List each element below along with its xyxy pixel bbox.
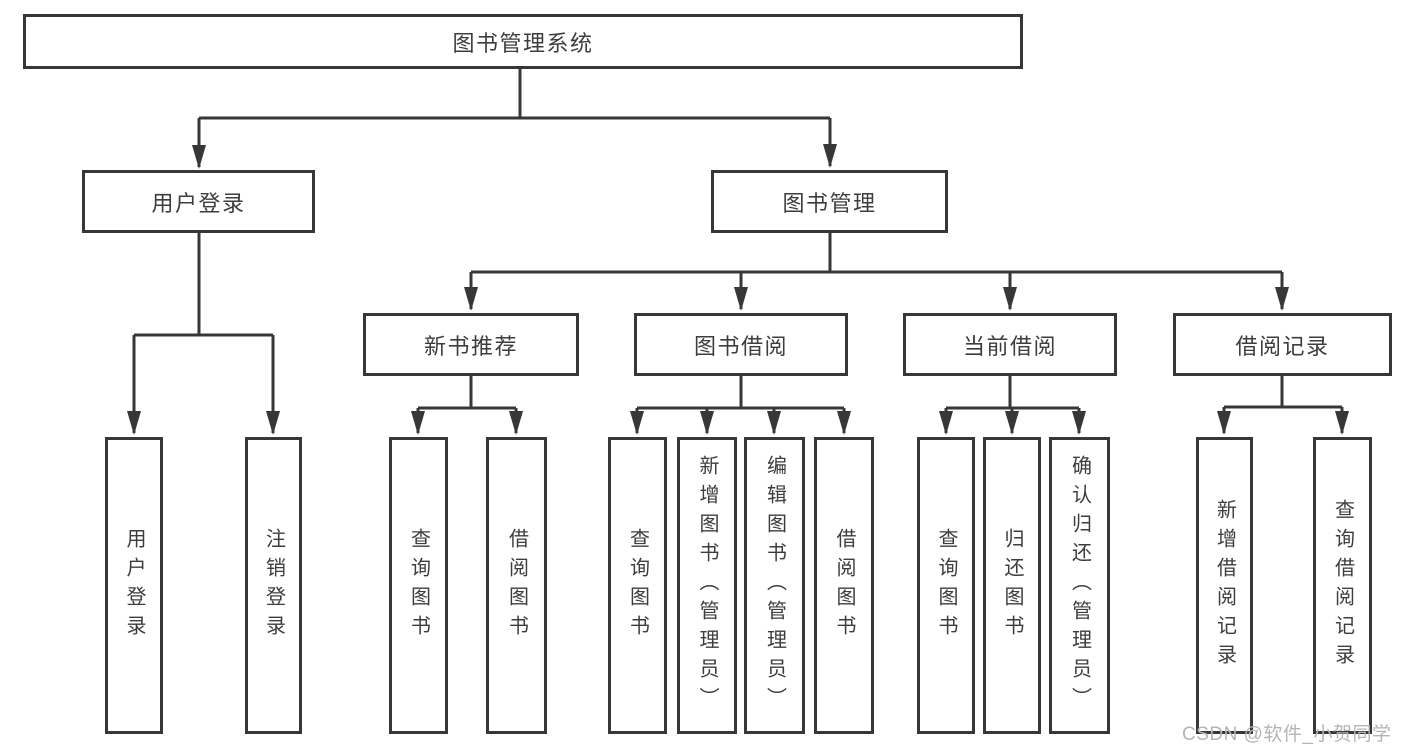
leaf-query-borrow-record-label: 查询借阅记录	[1331, 498, 1354, 673]
node-library-system: 图书管理系统	[23, 14, 1023, 69]
node-library-system-label: 图书管理系统	[452, 30, 594, 56]
leaf-return-book-label: 归还图书	[1001, 527, 1023, 644]
node-new-book-recommend-label: 新书推荐	[423, 333, 518, 359]
leaf-borrow-book-recommend-label: 借阅图书	[505, 527, 528, 644]
leaf-borrow-book: 借阅图书	[814, 437, 874, 734]
leaf-borrow-book-label: 借阅图书	[833, 527, 855, 644]
leaf-query-book-current-label: 查询图书	[935, 527, 957, 644]
leaf-query-book-recommend-label: 查询图书	[407, 527, 430, 644]
node-book-management: 图书管理	[711, 170, 948, 233]
leaf-query-book-current: 查询图书	[917, 437, 975, 734]
leaf-borrow-book-recommend: 借阅图书	[486, 437, 547, 734]
leaf-query-borrow-record: 查询借阅记录	[1313, 437, 1372, 734]
leaf-edit-book-admin-label: 编辑图书（管理员）	[763, 455, 786, 716]
node-current-borrow: 当前借阅	[903, 313, 1117, 376]
leaf-add-book-admin: 新增图书（管理员）	[677, 437, 737, 734]
leaf-confirm-return-admin-label: 确认归还（管理员）	[1068, 455, 1091, 716]
node-current-borrow-label: 当前借阅	[962, 333, 1057, 359]
leaf-logout: 注销登录	[245, 437, 302, 734]
node-borrow-records-label: 借阅记录	[1235, 333, 1330, 359]
node-book-management-label: 图书管理	[782, 190, 877, 216]
leaf-user-login-label: 用户登录	[123, 527, 145, 644]
csdn-watermark: CSDN @软件_小贺同学	[1182, 724, 1392, 745]
leaf-add-book-admin-label: 新增图书（管理员）	[696, 455, 718, 716]
leaf-query-book-borrow: 查询图书	[608, 437, 667, 734]
node-user-login: 用户登录	[82, 170, 315, 233]
leaf-add-borrow-record: 新增借阅记录	[1196, 437, 1253, 734]
node-book-borrow-label: 图书借阅	[693, 333, 788, 359]
node-new-book-recommend: 新书推荐	[363, 313, 579, 376]
leaf-query-book-recommend: 查询图书	[389, 437, 448, 734]
node-borrow-records: 借阅记录	[1173, 313, 1392, 376]
leaf-return-book: 归还图书	[983, 437, 1041, 734]
leaf-query-book-borrow-label: 查询图书	[626, 527, 649, 644]
leaf-edit-book-admin: 编辑图书（管理员）	[744, 437, 805, 734]
leaf-add-borrow-record-label: 新增借阅记录	[1213, 498, 1236, 673]
leaf-confirm-return-admin: 确认归还（管理员）	[1049, 437, 1110, 734]
node-user-login-label: 用户登录	[151, 190, 246, 216]
leaf-user-login: 用户登录	[105, 437, 163, 734]
node-book-borrow: 图书借阅	[634, 313, 848, 376]
leaf-logout-label: 注销登录	[262, 527, 285, 644]
